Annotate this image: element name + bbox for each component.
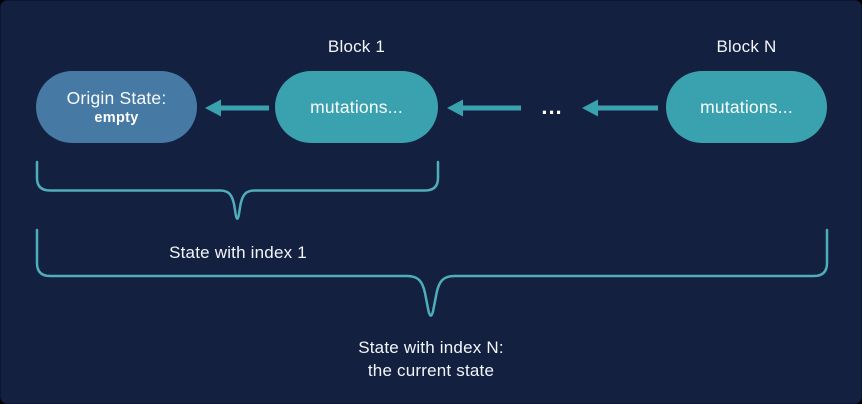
chain-ellipsis: ... (541, 94, 563, 119)
braces (35, 160, 829, 317)
state-index-n-label: State with index N: the current state (281, 337, 581, 382)
arrowhead-middle-icon (447, 99, 463, 117)
block-1-node: mutations... (275, 71, 438, 143)
origin-state-title: Origin State: (66, 87, 167, 108)
state-index-n-label-line2: the current state (367, 360, 495, 380)
brace-state-index-n (35, 228, 829, 317)
origin-state-subtitle: empty (94, 109, 139, 126)
block-n-node: mutations... (666, 71, 827, 143)
origin-state-node: Origin State: empty (36, 71, 197, 143)
block-n-title: Block N (716, 37, 777, 56)
arrowhead-left-icon (205, 99, 221, 117)
arrowhead-right-icon (582, 99, 598, 117)
arrow-heads (205, 99, 598, 117)
state-index-n-label-line1: State with index N: (358, 338, 504, 357)
block-n-content: mutations... (700, 96, 793, 117)
state-index-1-label: State with index 1 (169, 243, 307, 262)
block-1-title: Block 1 (327, 37, 386, 56)
block-1-content: mutations... (310, 96, 403, 117)
brace-state-index-1 (35, 160, 440, 220)
